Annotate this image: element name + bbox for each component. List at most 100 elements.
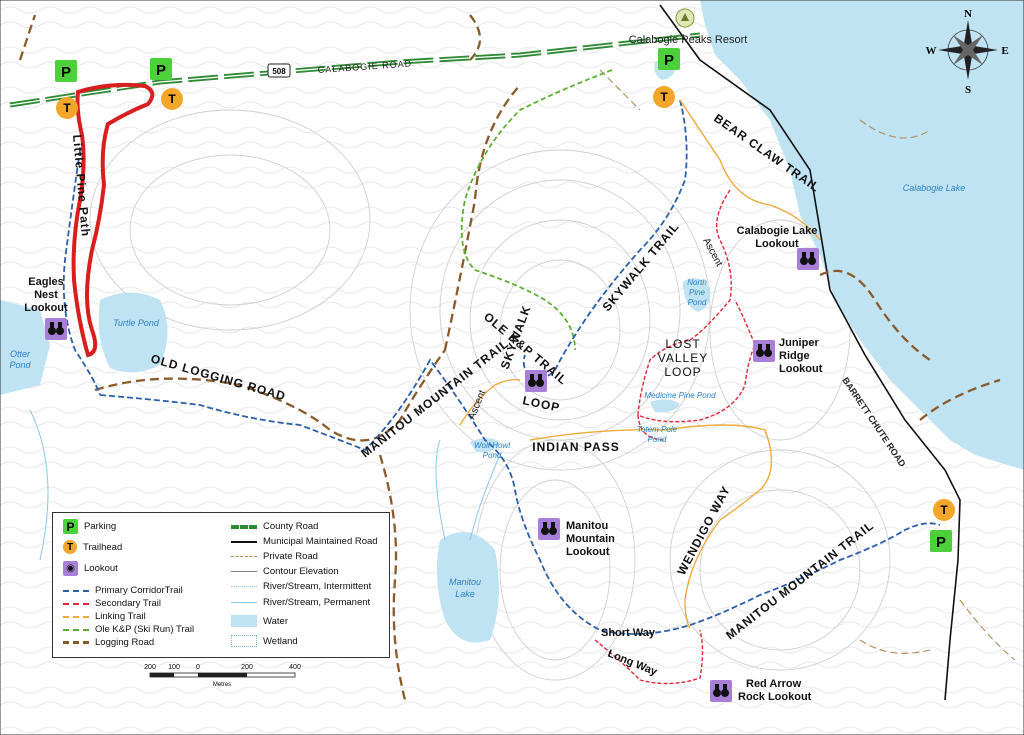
legend-contour: Contour Elevation (231, 566, 339, 577)
legend-label: County Road (263, 521, 319, 532)
water-otter-2: Pond (9, 360, 31, 370)
label-valley: VALLEY (658, 351, 708, 365)
water-medicine-pine: Medicine Pine Pond (644, 391, 716, 400)
svg-text:T: T (940, 503, 948, 517)
water-bodies (0, 0, 1024, 643)
county-road (9, 32, 701, 108)
water-turtle-pond: Turtle Pond (113, 318, 160, 328)
binoculars-icon (710, 680, 732, 702)
water-wolf-2: Pond (483, 451, 502, 460)
compass-rose: N S E W (926, 8, 1009, 96)
water-manitou-1: Manitou (449, 577, 481, 587)
legend-secondary: Secondary Trail (63, 598, 161, 609)
trailhead-icon: T (56, 97, 78, 119)
logging-roads (18, 14, 1001, 701)
label-lost: LOST (665, 337, 700, 351)
legend-label: Primary CorridorTrail (95, 585, 183, 596)
lookout-manitou-2: Mountain (566, 533, 615, 545)
legend-label: Linking Trail (95, 611, 146, 622)
trailhead-icon: T (933, 499, 955, 521)
lookout-eagles-3: Lookout (24, 302, 68, 314)
municipal-road (659, 4, 961, 701)
binoculars-icon (538, 518, 560, 540)
label-calabogie-lake: Calabogie Lake (903, 183, 966, 193)
svg-text:P: P (156, 62, 166, 79)
svg-text:P: P (664, 52, 674, 69)
svg-text:T: T (660, 90, 668, 104)
lookout-calabogie-1: Calabogie Lake (737, 225, 818, 237)
scale-tick-1: 200 (144, 664, 156, 671)
scale-tick-5: 400 (289, 664, 301, 671)
lookout-manitou-1: Manitou (566, 520, 608, 532)
lookout-red-arrow-2: Rock Lookout (738, 691, 812, 703)
parking-icon: P (150, 58, 172, 80)
label-short-way: Short Way (601, 627, 656, 639)
lookout-juniper-3: Lookout (779, 363, 823, 375)
legend-label: Wetland (263, 635, 298, 647)
north-pine-pond (683, 278, 711, 312)
scale-tick-3: 0 (196, 664, 200, 671)
medicine-pine-pond (650, 399, 680, 413)
municipal-line-swatch (231, 540, 257, 543)
manitou-lake (436, 532, 499, 643)
legend-lookout: ◉ Lookout (63, 561, 118, 576)
water-swatch (231, 615, 257, 627)
turtle-pond (98, 292, 168, 373)
compass-s: S (965, 84, 971, 96)
scale-tick-4: 200 (241, 664, 253, 671)
legend-primary: Primary CorridorTrail (63, 585, 183, 596)
trailhead-markers: T T T T (56, 86, 955, 521)
legend-linking: Linking Trail (63, 611, 146, 622)
lookout-calabogie-2: Lookout (755, 238, 799, 250)
legend-river-int: River/Stream, Intermittent (231, 581, 371, 592)
otter-pond (0, 300, 50, 395)
legend-ole: Ole K&P (Ski Run) Trail (63, 624, 194, 635)
secondary-trail-lines (594, 189, 756, 685)
calabogie-lake (700, 0, 1024, 470)
label-lost-loop: LOOP (664, 365, 701, 379)
road-shield-icon: 508 (267, 63, 291, 78)
contour-line-swatch (231, 571, 257, 572)
parking-icon: P (55, 60, 77, 82)
streams (29, 409, 501, 561)
svg-text:P: P (936, 534, 946, 551)
linking-line-swatch (63, 615, 89, 618)
legend-label: River/Stream, Intermittent (263, 581, 372, 592)
lookout-eagles-1: Eagles (28, 276, 63, 288)
lookout-juniper-1: Juniper (779, 337, 819, 349)
legend-logging: Logging Road (63, 637, 154, 648)
scale-tick-2: 100 (168, 664, 180, 671)
lookout-red-arrow-1: Red Arrow (746, 678, 802, 690)
label-indian-pass: INDIAN PASS (532, 440, 619, 454)
water-manitou-2: Lake (455, 589, 475, 599)
contour-lines (89, 109, 891, 681)
binoculars-icon: ◉ (63, 561, 78, 576)
trailhead-icon: T (161, 88, 183, 110)
secondary-line-swatch (63, 602, 89, 605)
map-legend: P Parking T Trailhead ◉ Lookout Primary … (52, 512, 390, 658)
legend-label: Lookout (84, 563, 118, 574)
ole-line-swatch (63, 628, 89, 631)
linking-trail-lines (459, 99, 821, 629)
label-resort: Calabogie Peaks Resort (629, 34, 748, 46)
legend-label: Logging Road (95, 637, 155, 648)
logging-line-swatch (63, 641, 89, 644)
water-totem-1: Totem Pole (637, 425, 678, 434)
svg-text:T: T (63, 101, 71, 115)
trailhead-icon: T (653, 86, 675, 108)
county-line-swatch (231, 524, 257, 529)
water-north-pine-3: Pond (688, 298, 707, 307)
river-int-swatch (231, 586, 257, 587)
water-otter-1: Otter (10, 349, 31, 359)
scale-bar: 200 100 0 200 400 Metres (144, 664, 301, 688)
river-perm-swatch (231, 602, 257, 603)
legend-river-perm: River/Stream, Permanent (231, 597, 370, 608)
binoculars-icon (797, 248, 819, 270)
legend-wetland: Wetland (231, 635, 298, 647)
parking-icon: P (63, 519, 78, 534)
lookout-markers (45, 248, 819, 702)
legend-label: Parking (84, 521, 117, 532)
compass-n: N (964, 8, 972, 20)
legend-label: Private Road (263, 551, 318, 562)
